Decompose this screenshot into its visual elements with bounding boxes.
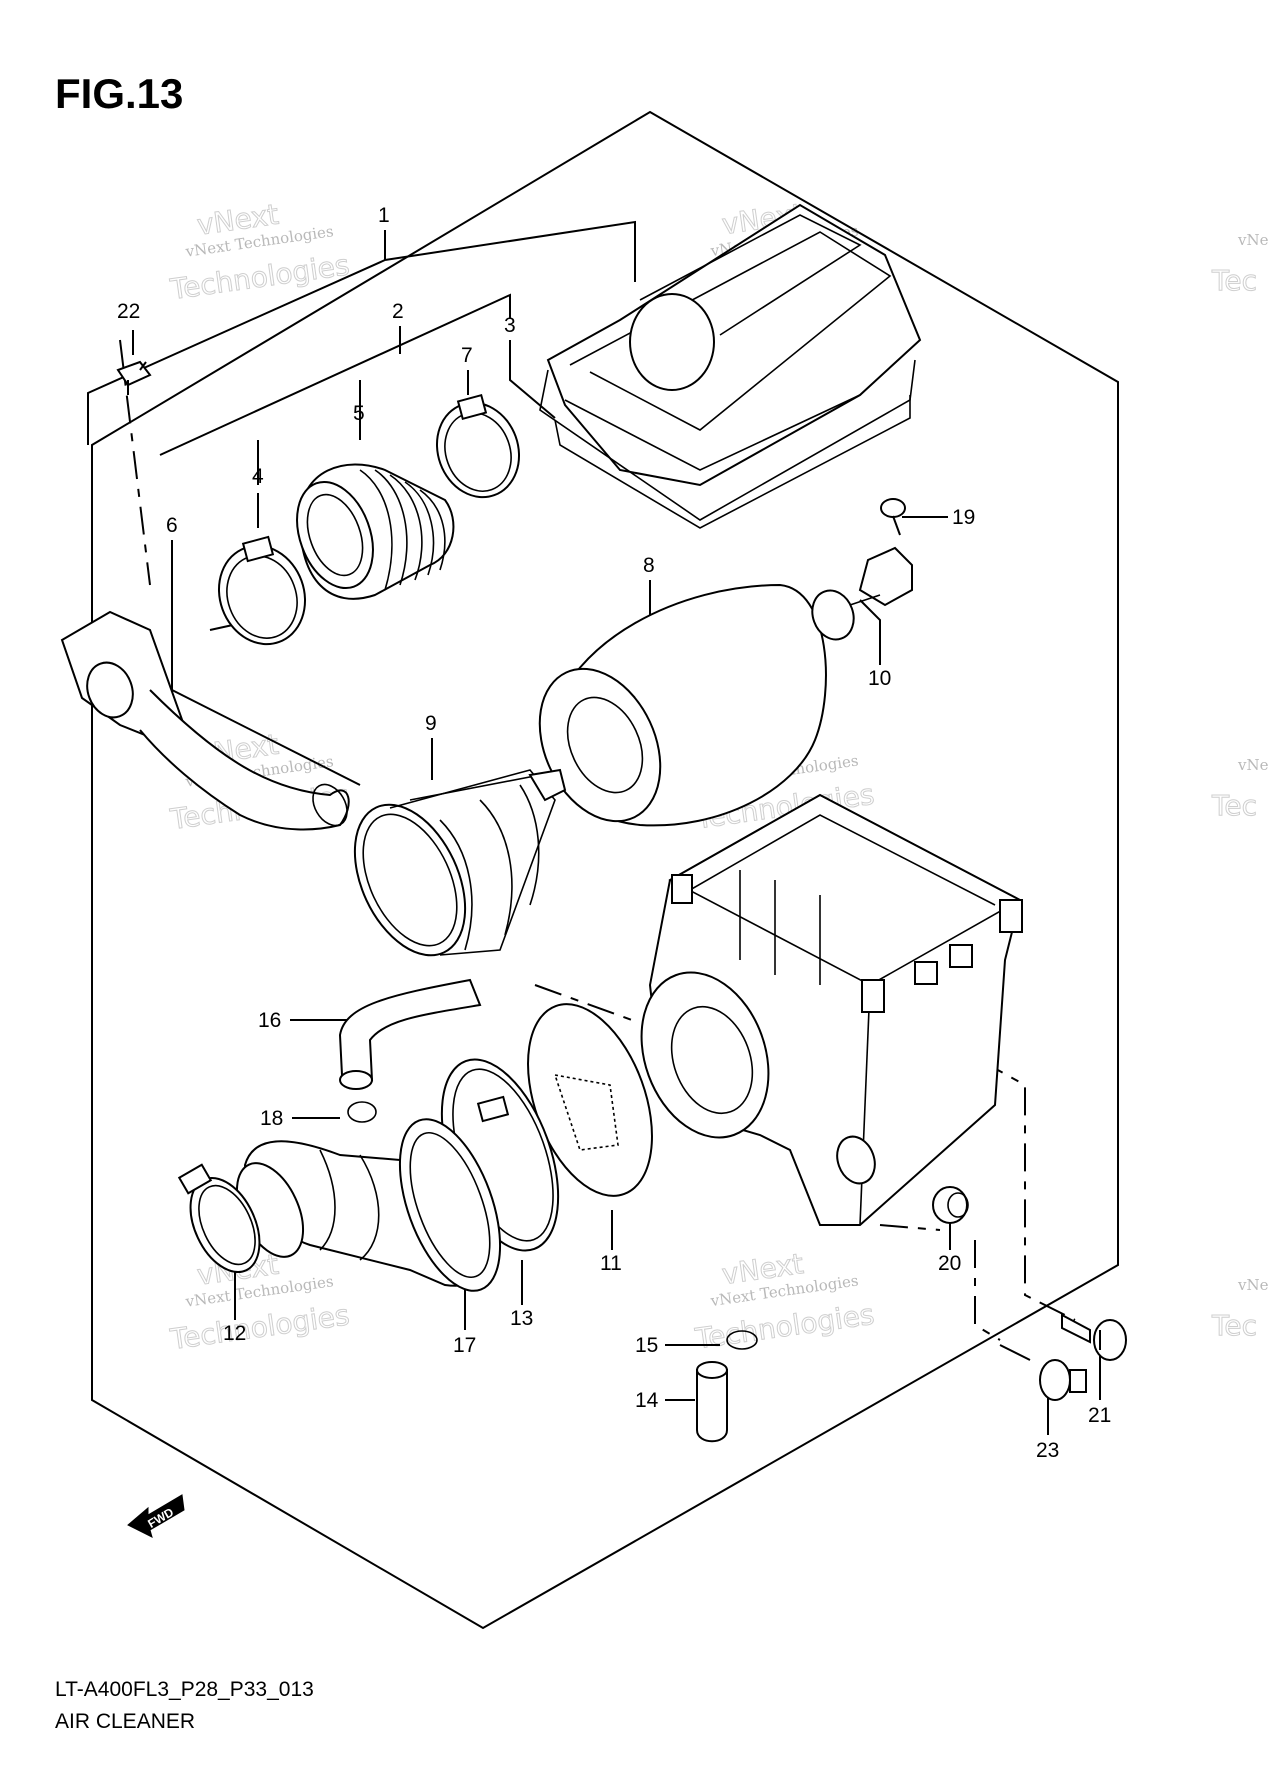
part-7-clamp bbox=[435, 393, 521, 499]
drawing-code: LT-A400FL3_P28_P33_013 bbox=[55, 1678, 314, 1701]
callout-4: 4 bbox=[252, 465, 264, 488]
part-3-gasket bbox=[554, 395, 911, 529]
callout-5: 5 bbox=[353, 402, 365, 425]
callout-8: 8 bbox=[643, 554, 655, 577]
callout-12: 12 bbox=[223, 1322, 246, 1345]
part-5-bellows-hose bbox=[296, 463, 455, 600]
callout-9: 9 bbox=[425, 712, 437, 735]
watermark-edge: vNe bbox=[1237, 1276, 1269, 1294]
watermark-edge-large: Tec bbox=[1211, 264, 1257, 297]
watermark-edge: vNe bbox=[1237, 231, 1269, 249]
figure-title: FIG.13 bbox=[55, 70, 184, 117]
callout-17: 17 bbox=[453, 1334, 476, 1357]
forward-arrow-icon: FWD bbox=[127, 1494, 185, 1538]
drawing-name: AIR CLEANER bbox=[55, 1710, 196, 1733]
callout-22: 22 bbox=[117, 300, 140, 323]
part-23-screw bbox=[999, 1344, 1087, 1401]
part-6-outlet-duct bbox=[60, 610, 350, 831]
callout-14: 14 bbox=[635, 1389, 659, 1412]
callout-11: 11 bbox=[600, 1252, 622, 1275]
part-22-clip bbox=[116, 360, 152, 395]
part-15-clip bbox=[726, 1330, 758, 1350]
part-20-grommet bbox=[932, 1186, 969, 1224]
watermark-edge-large: Tec bbox=[1211, 1309, 1257, 1342]
part-16-hose bbox=[338, 978, 482, 1090]
callout-22-23: 23 bbox=[1036, 1439, 1059, 1462]
callout-13: 13 bbox=[510, 1307, 533, 1330]
callout-labels: 1 2 3 4 5 6 7 8 9 10 11 12 13 14 15 16 1… bbox=[117, 204, 1111, 1462]
callout-7: 7 bbox=[461, 344, 473, 367]
part-4-clamp bbox=[217, 535, 307, 646]
callout-1: 1 bbox=[378, 204, 390, 227]
part-12-clamp bbox=[177, 1163, 261, 1274]
callout-19: 19 bbox=[952, 506, 975, 529]
part-9-filter-cage bbox=[353, 768, 567, 957]
watermark-low-center: vNext Technologies Technologies vNext bbox=[692, 1247, 877, 1356]
callout-18: 18 bbox=[260, 1107, 283, 1130]
part-18-clip bbox=[347, 1101, 377, 1123]
callout-21: 21 bbox=[1088, 1404, 1111, 1427]
air-cleaner-box bbox=[640, 793, 1023, 1226]
part-14-drain-hose bbox=[696, 1361, 728, 1443]
part-10-grommet bbox=[811, 546, 913, 641]
callout-2: 2 bbox=[392, 300, 404, 323]
callout-3: 3 bbox=[504, 314, 516, 337]
part-8-filter-element bbox=[538, 583, 827, 827]
callout-10: 10 bbox=[868, 667, 891, 690]
callout-6: 6 bbox=[166, 514, 178, 537]
part-19-screw bbox=[880, 498, 906, 536]
watermark-edge-large: Tec bbox=[1211, 789, 1257, 822]
callout-20: 20 bbox=[938, 1252, 961, 1275]
assembly-boundary bbox=[91, 110, 1119, 1630]
part-21-bolt bbox=[1061, 1313, 1127, 1361]
part-3-air-cleaner-cap bbox=[539, 203, 922, 521]
watermark-edge: vNe bbox=[1237, 756, 1269, 774]
callout-15: 15 bbox=[635, 1334, 658, 1357]
callout-16: 16 bbox=[258, 1009, 281, 1032]
